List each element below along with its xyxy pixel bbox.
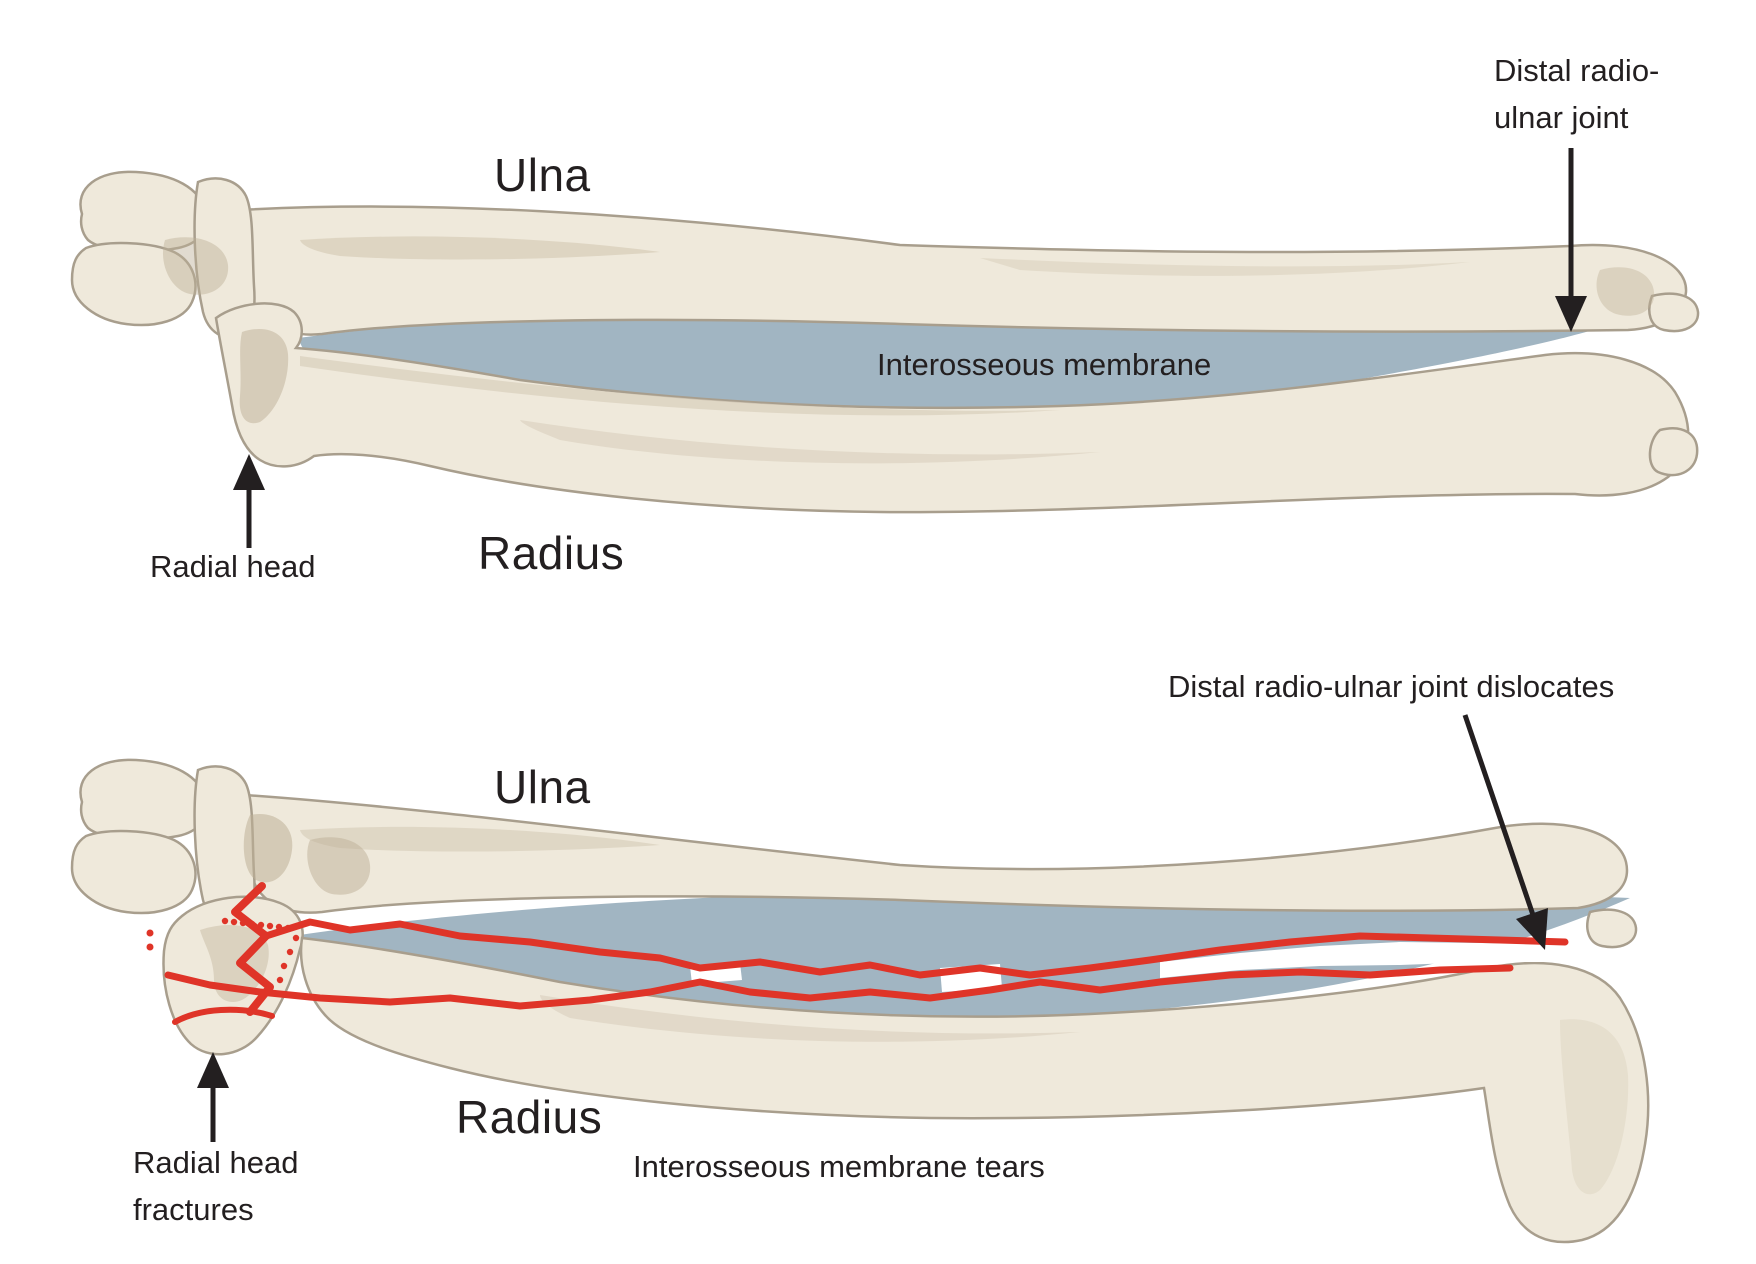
radius-shade-patch bbox=[520, 420, 1100, 464]
olecranon-lower-shape bbox=[70, 829, 197, 915]
radius-label-bottom: Radius bbox=[456, 1091, 603, 1143]
radial-head-fractures-arrow bbox=[197, 1052, 229, 1142]
olecranon-upper-shape bbox=[79, 758, 209, 841]
membrane-tear-gap bbox=[1160, 942, 1560, 978]
druj-dislocates-arrow-shaft bbox=[1462, 714, 1536, 916]
druj-dislocates-arrow-head bbox=[1516, 908, 1548, 950]
radial-head-fractures-label-line2: fractures bbox=[133, 1191, 254, 1227]
radial-head-fractures-label-line1: Radial head bbox=[133, 1145, 299, 1180]
injured-forearm-panel bbox=[70, 714, 1650, 1244]
fracture-dotted-line bbox=[146, 917, 300, 984]
fracture-dot bbox=[266, 922, 274, 930]
druj-dislocates-arrow bbox=[1462, 714, 1548, 950]
membrane-tear-line-upper bbox=[262, 918, 1569, 979]
druj-arrow-head bbox=[1555, 296, 1587, 332]
fracture-dot bbox=[239, 919, 247, 927]
ulna-shade-patch bbox=[300, 236, 660, 260]
ulna-styloid-shape bbox=[1648, 292, 1700, 333]
druj-label-line2: ulnar joint bbox=[1494, 99, 1629, 135]
radial-head-fragment-fracture-line bbox=[172, 1006, 275, 1025]
druj-label-line1: Distal radio- bbox=[1494, 53, 1660, 88]
fracture-dot bbox=[292, 934, 300, 942]
olecranon-lower-shape bbox=[70, 241, 197, 327]
radius-label-top: Radius bbox=[478, 527, 625, 579]
normal-forearm-panel bbox=[70, 148, 1700, 548]
fracture-dot bbox=[248, 920, 256, 928]
fracture-dot bbox=[284, 924, 292, 932]
ulna-bone-injured bbox=[70, 758, 1638, 949]
radial-head-fractures-label: Radial head fractures bbox=[133, 1140, 298, 1233]
ulna-shade-patch bbox=[980, 258, 1470, 276]
olecranon-shade-patch bbox=[162, 237, 229, 295]
distal-radius-shade-patch bbox=[1560, 1019, 1629, 1195]
ulna-styloid-shape bbox=[1586, 908, 1638, 949]
membrane-tear-line-lower bbox=[164, 964, 1514, 1010]
ulna-label-top: Ulna bbox=[494, 149, 591, 201]
ulna-bone bbox=[70, 170, 1700, 339]
radial-head-label: Radial head bbox=[150, 549, 316, 584]
fracture-dot bbox=[286, 948, 294, 956]
ulna-shade-patch bbox=[300, 826, 660, 852]
fracture-dot bbox=[257, 921, 265, 929]
ulna-shaft-shape bbox=[243, 793, 1629, 914]
radius-styloid-lump-shape bbox=[1648, 427, 1699, 477]
radial-head-shade-patch bbox=[239, 328, 289, 424]
radial-head-arrow-head bbox=[233, 454, 265, 490]
radius-shade-patch bbox=[540, 995, 1080, 1042]
membrane-label: Interosseous membrane bbox=[877, 347, 1212, 382]
fracture-dot bbox=[280, 962, 288, 970]
ulna-shaft-shape bbox=[238, 205, 1688, 336]
fracture-dot bbox=[146, 943, 154, 951]
druj-label: Distal radio- ulnar joint bbox=[1494, 48, 1659, 141]
membrane-tears-label: Interosseous membrane tears bbox=[633, 1149, 1045, 1184]
ulna-label-bottom: Ulna bbox=[494, 761, 591, 813]
fracture-dot bbox=[146, 929, 154, 937]
fracture-and-tear-lines bbox=[146, 882, 1569, 1025]
druj-arrow bbox=[1555, 148, 1587, 332]
radius-bone bbox=[214, 302, 1699, 514]
olecranon-shade-patch bbox=[243, 814, 293, 883]
fracture-dot bbox=[276, 976, 284, 984]
fracture-dot bbox=[230, 918, 238, 926]
radius-bone-injured bbox=[299, 936, 1650, 1244]
druj-dislocates-label: Distal radio-ulnar joint dislocates bbox=[1168, 669, 1615, 704]
radius-shade-patch bbox=[300, 356, 1060, 416]
ulna-head-shade-patch bbox=[1596, 267, 1655, 316]
radial-head-arrow bbox=[233, 454, 265, 548]
ulna-shade-patch bbox=[307, 837, 371, 895]
radial-head-fractures-arrow-head bbox=[197, 1052, 229, 1088]
fracture-dot bbox=[275, 923, 283, 931]
fracture-dot bbox=[221, 917, 229, 925]
